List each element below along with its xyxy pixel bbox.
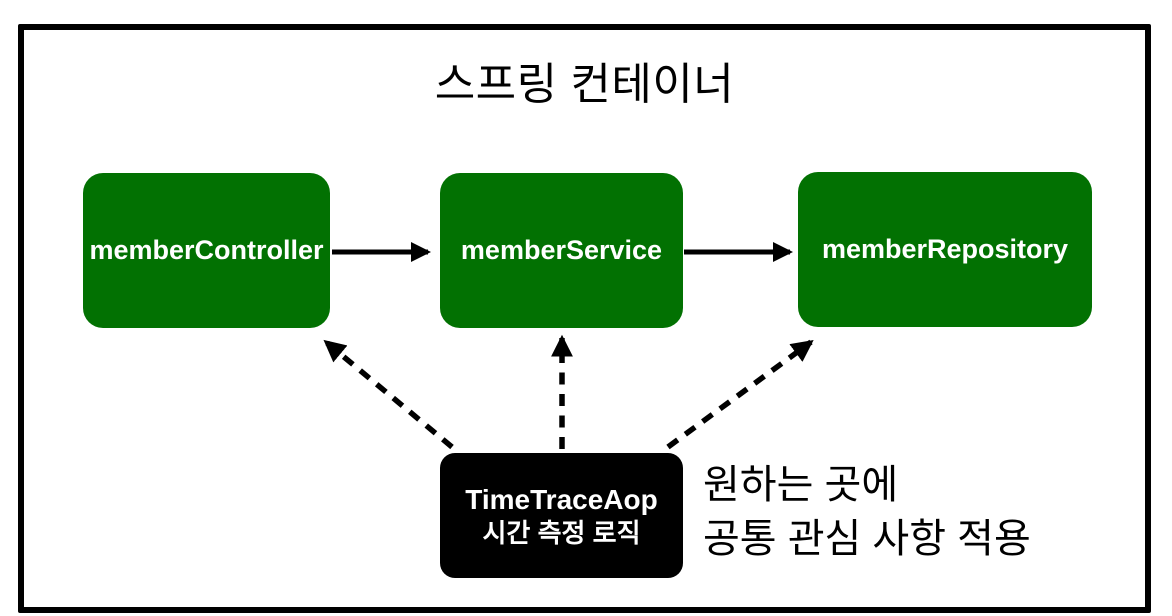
annotation-line-1: 원하는 곳에 [703, 463, 899, 507]
annotation-text: 원하는 곳에 공통 관심 사항 적용 [703, 458, 1031, 566]
time-trace-aop-title: TimeTraceAop [465, 483, 658, 515]
node-member-service: memberService [440, 173, 683, 328]
node-time-trace-aop: TimeTraceAop 시간 측정 로직 [440, 453, 683, 578]
annotation-line-2: 공통 관심 사항 적용 [703, 517, 1031, 561]
node-member-repository-label: memberRepository [821, 234, 1069, 264]
node-member-controller: memberController [83, 173, 330, 328]
node-member-service-label: memberService [460, 235, 663, 265]
node-member-repository: memberRepository [798, 172, 1092, 327]
time-trace-aop-subtitle: 시간 측정 로직 [482, 517, 641, 548]
diagram-title: 스프링 컨테이너 [434, 60, 735, 109]
node-member-controller-label: memberController [89, 235, 324, 265]
